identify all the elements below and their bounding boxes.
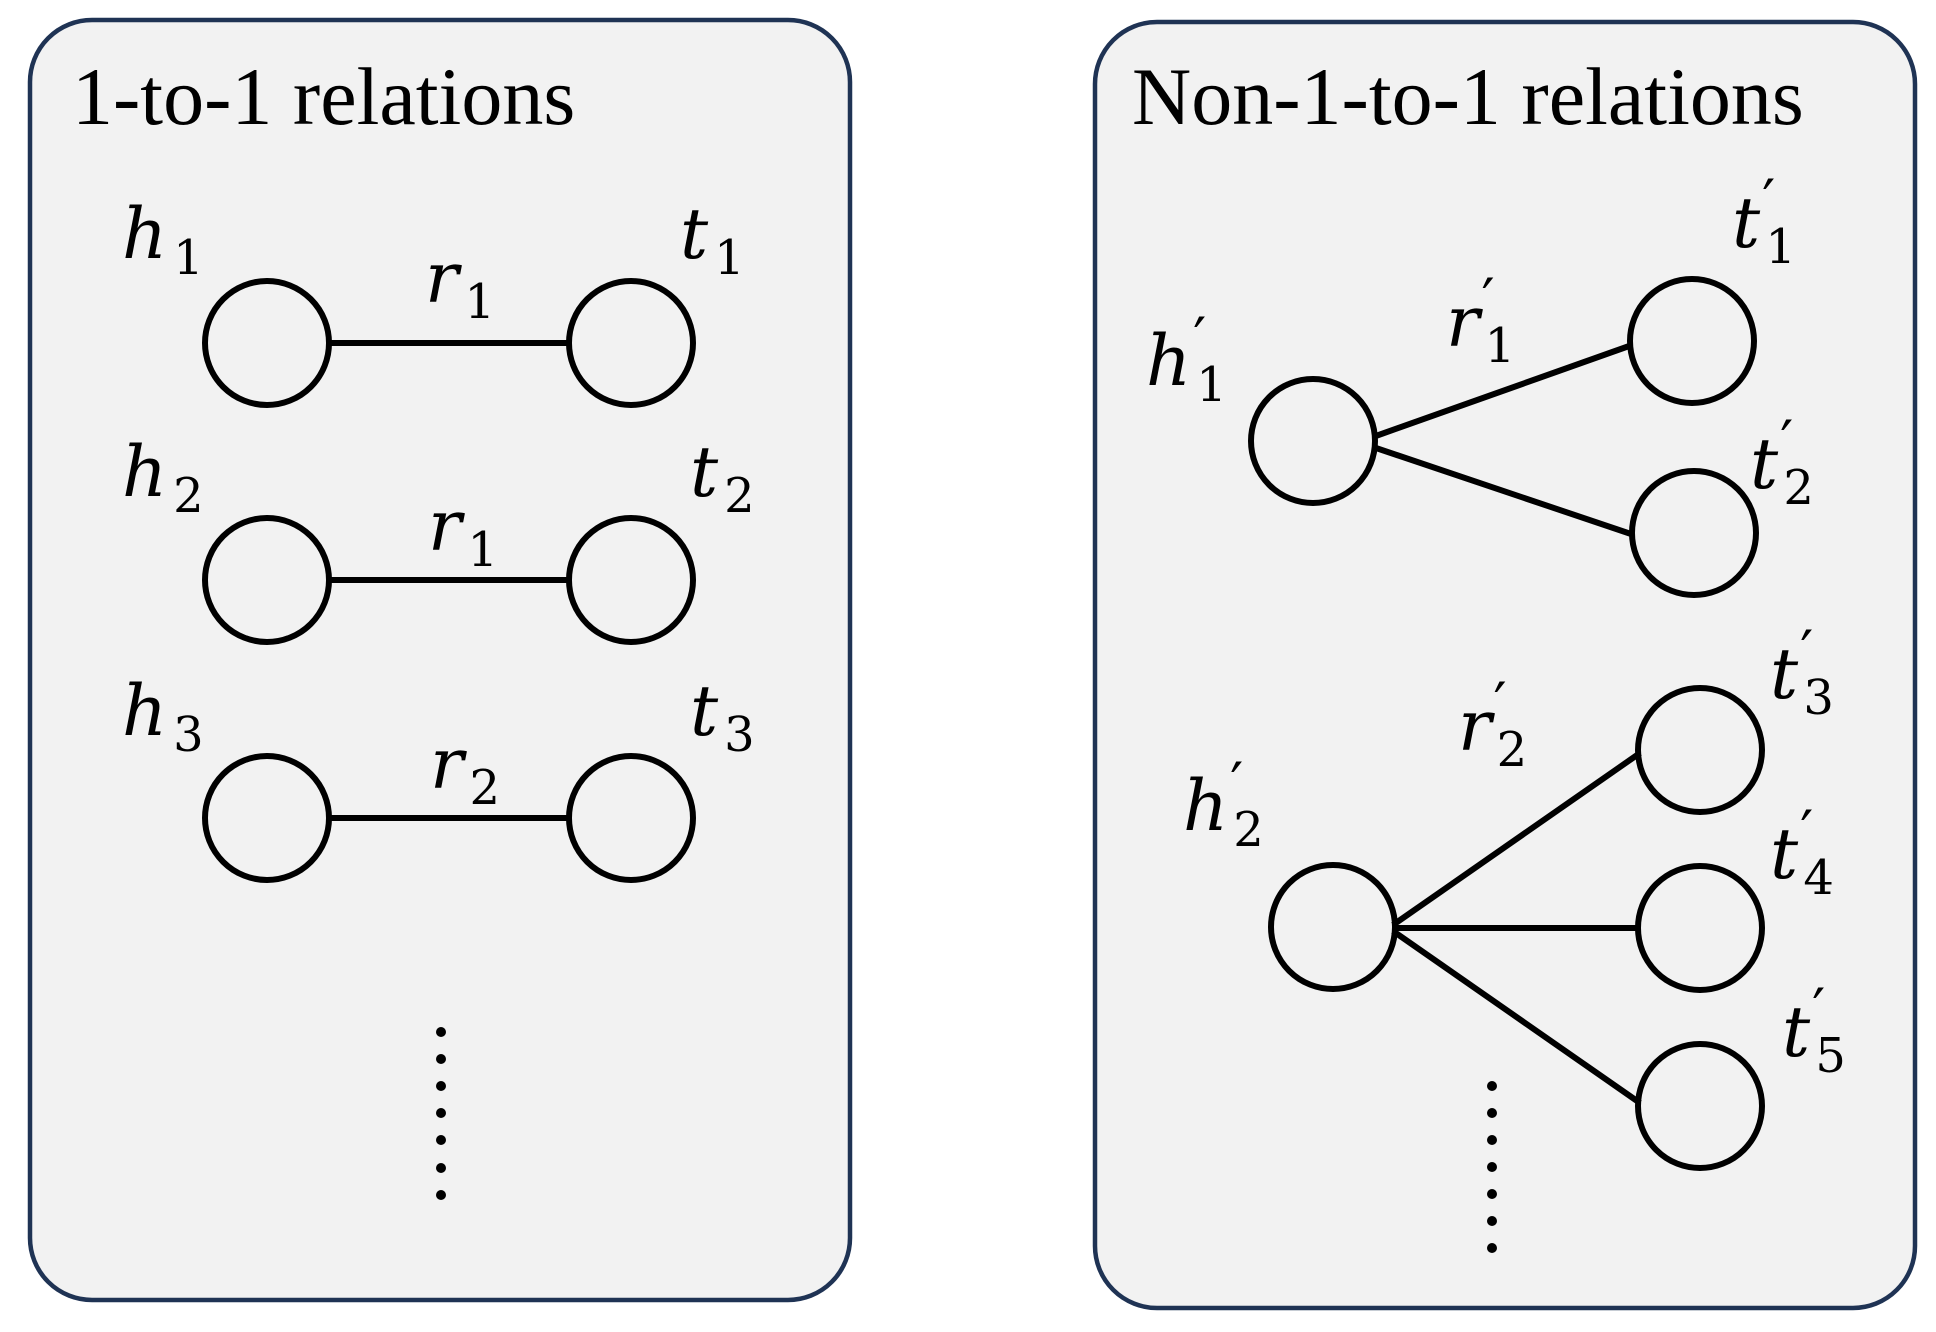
tail-label-t1-prime: t′1 (1732, 167, 1796, 275)
tail-node-t2 (566, 515, 696, 645)
panel-non-one-to-one: Non-1-to-1 relations h′1 t′1 t′2 r′1 h′2… (1092, 19, 1918, 1311)
tail-label-t2-prime: t′2 (1750, 408, 1814, 516)
ellipsis-right (1487, 1081, 1497, 1253)
tail-node-t1-prime (1627, 276, 1757, 406)
tail-label-t4-prime: t′4 (1770, 798, 1834, 906)
relation-label-r2-prime: r′2 (1458, 670, 1527, 778)
relation-arrow-r1-prime-b (1372, 444, 1635, 538)
head-label-h2-prime: h′2 (1183, 750, 1264, 858)
tail-node-t5-prime (1635, 1041, 1765, 1171)
tail-label-t3-prime: t′3 (1770, 618, 1834, 726)
relation-label-r1-prime: r′1 (1446, 266, 1515, 374)
panel-one-to-one-box (27, 17, 853, 1303)
head-label-h1-prime: h′1 (1146, 305, 1227, 413)
head-node-h1-prime (1248, 376, 1378, 506)
one-to-many-group-1: h′1 t′1 t′2 r′1 (1146, 167, 1814, 598)
ellipsis-left (436, 1027, 446, 1200)
tail-node-t3-prime (1635, 685, 1765, 815)
panel-one-to-one-title: 1-to-1 relations (72, 51, 575, 142)
relation-arrow-r2-prime-a (1391, 750, 1642, 928)
relation-arrow-r2-prime-c (1391, 928, 1642, 1106)
tail-label-t5-prime: t′5 (1782, 976, 1846, 1084)
panel-non-one-to-one-title: Non-1-to-1 relations (1132, 51, 1804, 142)
one-to-many-group-2: h′2 t′3 t′4 t′5 r′2 (1183, 618, 1846, 1171)
relation-arrow-r1-prime-a (1371, 342, 1634, 440)
tail-node-t1 (566, 278, 696, 408)
tail-node-t3 (566, 753, 696, 883)
